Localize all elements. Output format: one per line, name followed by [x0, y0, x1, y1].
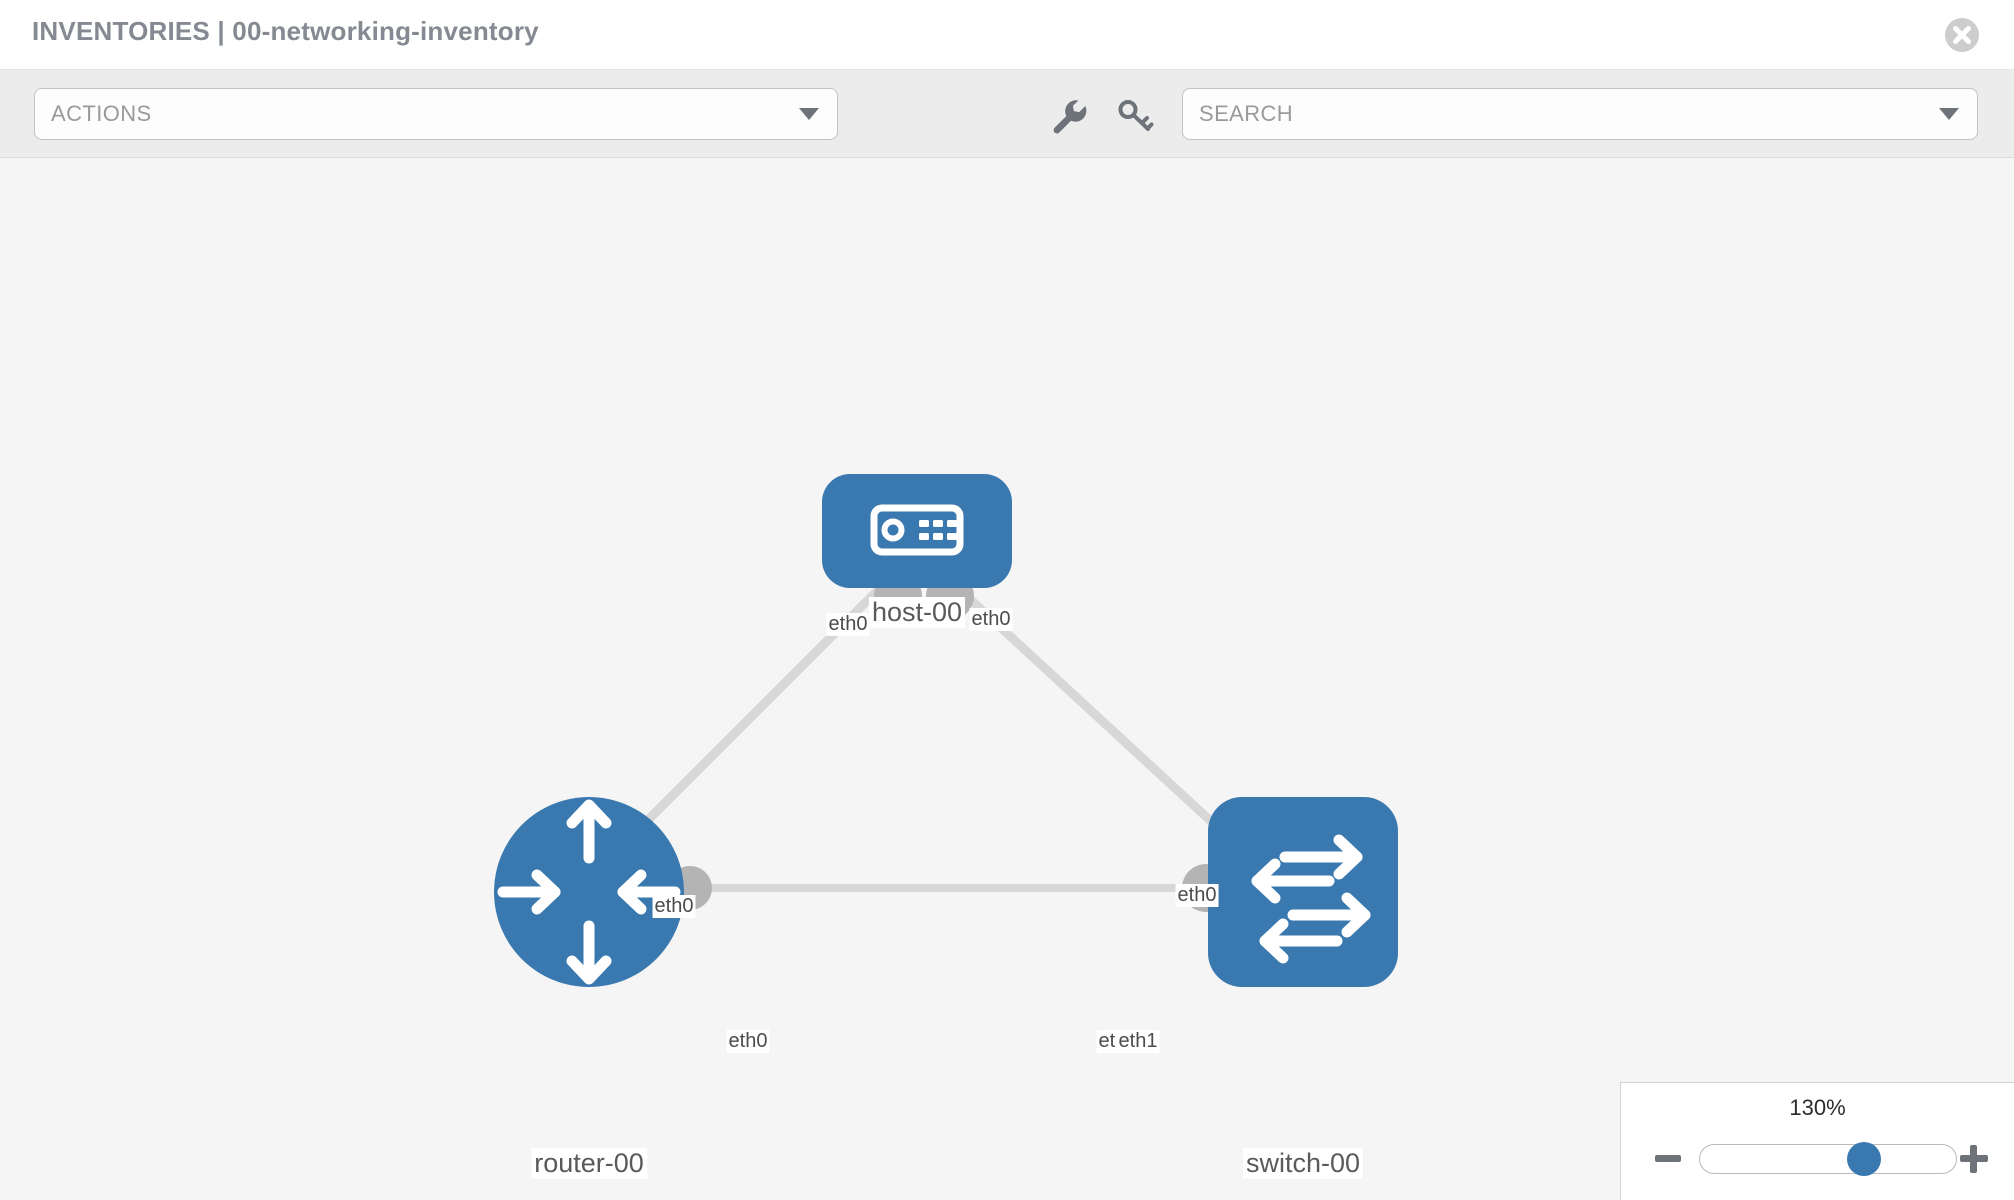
link-host-switch[interactable]: [956, 586, 1244, 852]
chevron-down-icon: [799, 108, 819, 120]
interface-label-switch-eth1: eth1: [1116, 1030, 1160, 1053]
actions-dropdown-label: ACTIONS: [51, 101, 152, 126]
interface-label-host-eth0-left: eth0: [826, 613, 870, 636]
close-icon[interactable]: [1942, 15, 1982, 55]
page-header: INVENTORIES | 00-networking-inventory: [0, 0, 2014, 70]
page-title: INVENTORIES | 00-networking-inventory: [32, 16, 539, 46]
interface-label-host-eth0-right: eth0: [969, 608, 1013, 631]
topology-links: [616, 584, 1244, 892]
wrench-icon[interactable]: [1046, 96, 1090, 136]
server-icon: [870, 504, 964, 556]
router-arrows-icon: [497, 799, 681, 985]
zoom-slider[interactable]: [1699, 1142, 1957, 1176]
node-switch-00[interactable]: [1208, 797, 1398, 987]
zoom-control-panel: 130%: [1620, 1082, 2014, 1200]
zoom-level-value: 130%: [1789, 1095, 1846, 1120]
node-label-switch-00: switch-00: [1242, 1148, 1364, 1179]
actions-dropdown[interactable]: ACTIONS: [34, 88, 838, 140]
topology-ports: [668, 572, 1259, 970]
toolbar: ACTIONS SEARCH: [0, 70, 2014, 158]
search-placeholder: SEARCH: [1199, 101, 1294, 126]
node-host-00[interactable]: [822, 474, 1012, 588]
interface-label-router-uplink-eth0: eth0: [652, 895, 696, 918]
plus-icon[interactable]: [1960, 1145, 1988, 1173]
search-field[interactable]: SEARCH: [1182, 88, 1978, 140]
node-label-host-00: host-00: [868, 597, 966, 628]
node-label-router-00: router-00: [531, 1148, 647, 1179]
topology-graph: [494, 474, 1398, 987]
node-router-00[interactable]: [494, 797, 684, 987]
chevron-down-icon: [1939, 108, 1959, 120]
interface-label-router-eth0: eth0: [726, 1030, 770, 1053]
interface-label-switch-uplink-eth0: eth0: [1175, 884, 1219, 907]
key-icon[interactable]: [1114, 96, 1158, 136]
topology-canvas[interactable]: eth0 eth0 eth0 eth0 eth0 eth0 eth1 host-…: [0, 158, 2014, 1200]
switch-arrows-icon: [1251, 834, 1371, 964]
zoom-slider-thumb[interactable]: [1846, 1142, 1881, 1176]
minus-icon[interactable]: [1655, 1155, 1681, 1162]
